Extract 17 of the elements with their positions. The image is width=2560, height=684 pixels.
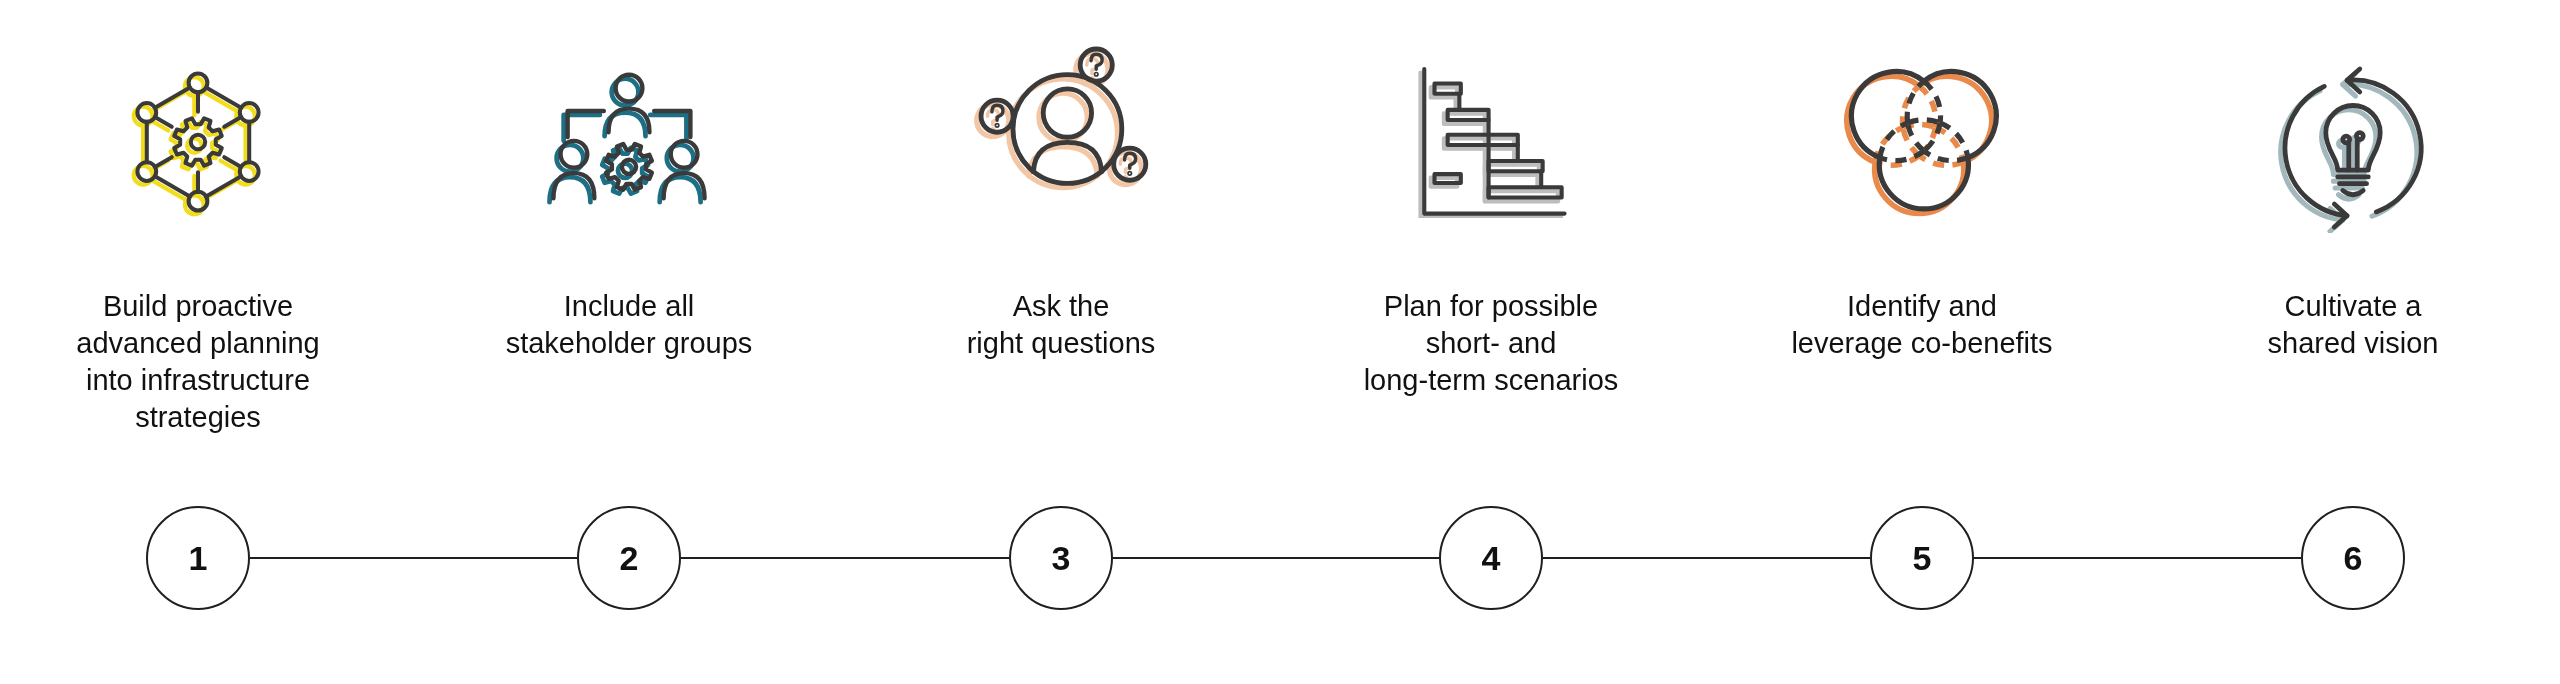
connector-line [680, 557, 1010, 559]
connector-line [249, 557, 578, 559]
step-number: 1 [188, 541, 208, 575]
connector-line [1542, 557, 1871, 559]
step-number: 4 [1481, 541, 1501, 575]
step-description: Plan for possible short- and long-term scenarios [1363, 289, 1619, 398]
step-description: Cultivate a shared vision [2267, 289, 2439, 361]
step-number: 6 [2343, 541, 2363, 575]
step-description: Build proactive advanced planning into infrastructure strategies [76, 289, 320, 435]
step-number: 5 [1912, 541, 1932, 575]
connector-line [1973, 557, 2302, 559]
step-number: 3 [1051, 541, 1071, 575]
step-description: Ask the right questions [966, 289, 1156, 361]
step-description: Identify and leverage co-benefits [1791, 289, 2053, 361]
step-number: 2 [619, 541, 639, 575]
connector-line [1112, 557, 1440, 559]
step-description: Include all stakeholder groups [505, 289, 753, 361]
